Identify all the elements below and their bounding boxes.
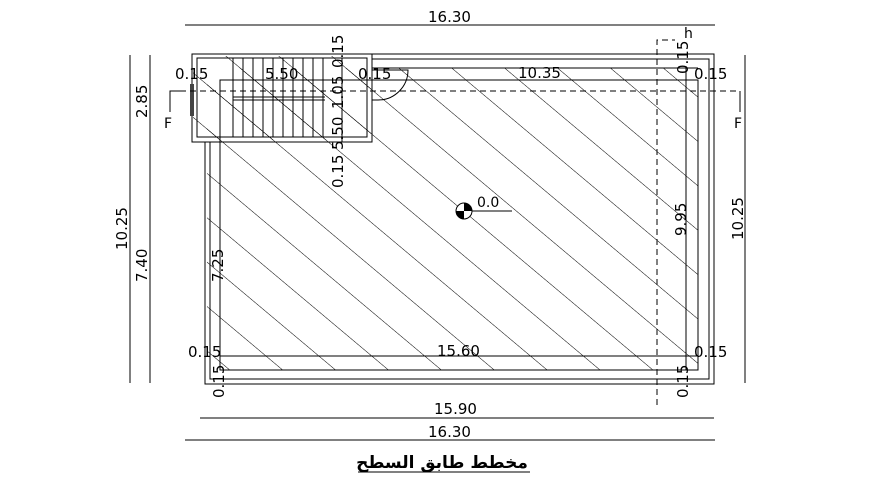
dimension-lines: [129, 24, 746, 441]
dim-interior-bottom: 15.60: [437, 342, 480, 360]
section-mark-left: F: [164, 116, 172, 132]
dim-wall-bl-v: 0.15: [210, 365, 228, 398]
dim-wall-stair-r: 0.15: [358, 65, 391, 83]
dim-left-upper: 2.85: [133, 85, 151, 118]
roof-hatch: [193, 56, 698, 370]
dim-stair-a: 1.05: [329, 76, 347, 109]
level-marker: 0.0: [455, 195, 512, 220]
dim-stair-b: 5.50: [329, 117, 347, 150]
stair-block: [190, 53, 409, 143]
window: [190, 84, 194, 116]
dim-left-overall: 10.25: [113, 207, 131, 250]
dim-wall-stair-bot: 0.15: [329, 155, 347, 188]
stair-treads: [242, 58, 324, 137]
door-swing: [372, 69, 409, 101]
section-mark-right: F: [734, 116, 742, 132]
dim-wall-bl: 0.15: [188, 343, 221, 361]
dim-wall-tr: 0.15: [694, 65, 727, 83]
dim-wall-br-v: 0.15: [674, 365, 692, 398]
dim-stair-width: 5.50: [265, 65, 298, 83]
dim-wall-br: 0.15: [694, 343, 727, 361]
dim-interior-left: 7.25: [209, 249, 227, 282]
section-lines: F F h: [164, 26, 742, 405]
dim-wall-stair-top: 0.15: [329, 35, 347, 68]
dim-top-overall: 16.30: [428, 8, 471, 26]
roof-slab: [204, 53, 715, 385]
dim-wall-tl: 0.15: [175, 65, 208, 83]
dim-bottom-overall: 16.30: [428, 423, 471, 441]
section-mark-top: h: [684, 26, 693, 42]
dim-interior-top: 10.35: [518, 64, 561, 82]
dim-wall-tr-top: 0.15: [674, 41, 692, 74]
dim-interior-right: 9.95: [672, 203, 690, 236]
dim-bottom-inner: 15.90: [434, 400, 477, 418]
dim-left-lower: 7.40: [133, 249, 151, 282]
drawing-title: مخطط طابق السطح: [356, 453, 528, 473]
dim-right-overall: 10.25: [729, 197, 747, 240]
level-label: 0.0: [477, 195, 499, 211]
